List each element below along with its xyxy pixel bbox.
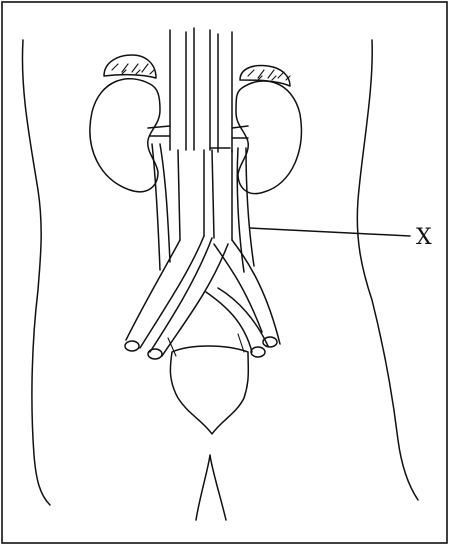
left-kidney bbox=[90, 79, 160, 192]
right-adrenal-gland bbox=[240, 66, 290, 86]
label-x: X bbox=[416, 225, 432, 250]
torso-outline-right bbox=[357, 40, 418, 500]
torso-outline-left bbox=[22, 40, 50, 505]
right-iliac-vessels bbox=[206, 240, 280, 357]
ureter-bladder-junctions bbox=[168, 334, 244, 356]
renal-vessels bbox=[148, 126, 248, 138]
x-pointer-line bbox=[250, 228, 410, 236]
bladder bbox=[170, 346, 248, 434]
descending-vessels bbox=[178, 148, 232, 240]
left-adrenal-gland bbox=[104, 55, 156, 78]
leg-split bbox=[196, 455, 226, 520]
great-vessels bbox=[170, 28, 232, 152]
